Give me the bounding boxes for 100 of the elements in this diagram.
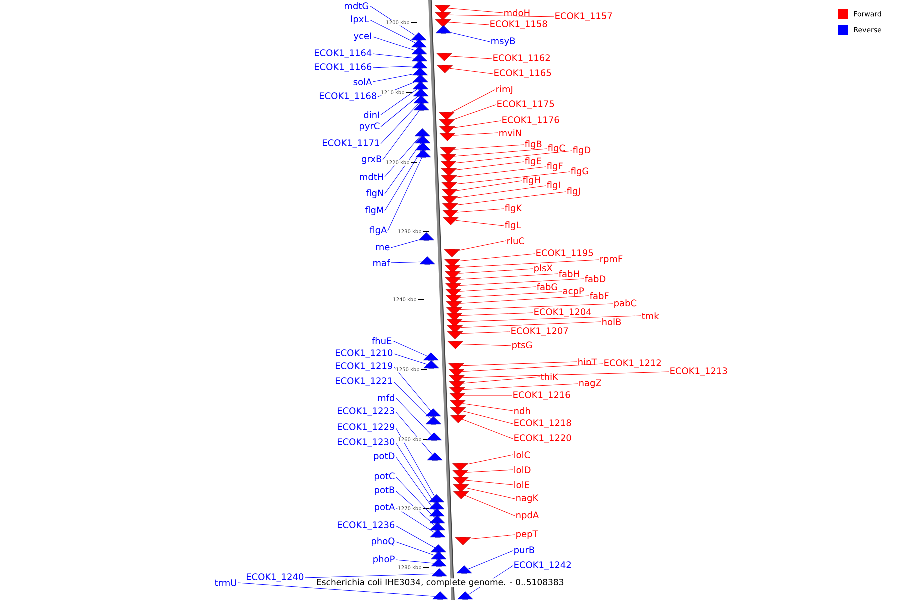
gene-label: mdtH (360, 174, 384, 180)
gene-block (446, 313, 462, 322)
gene-block (431, 558, 447, 567)
leader-line (460, 304, 614, 310)
gene-label: rimJ (496, 86, 513, 94)
gene-block (443, 217, 459, 226)
gene-block (432, 592, 448, 600)
leader-line (396, 428, 435, 497)
leader-line (450, 68, 494, 74)
gene-block (412, 46, 428, 55)
gene-block (448, 363, 464, 372)
gene-block (415, 142, 431, 151)
gene-label: mdoH (504, 10, 530, 16)
gene-label: phoQ (372, 538, 395, 546)
leader-line (454, 148, 548, 157)
gene-label: ECOK1_1210 (336, 350, 393, 358)
gene-block (436, 53, 452, 62)
gene-block (444, 249, 460, 258)
leader-line (458, 268, 534, 274)
gene-label: flgK (505, 204, 522, 214)
gene-label: flgG (571, 168, 588, 176)
gene-block (435, 12, 451, 20)
gene-label: fabD (585, 276, 606, 282)
leader-line (450, 32, 490, 42)
leader-line (458, 254, 536, 262)
gene-block (426, 432, 442, 441)
gene-label: ECOK1_1229 (338, 424, 395, 432)
gene-block (440, 154, 456, 162)
leader-line (396, 476, 436, 518)
gene-block (450, 393, 466, 402)
gene-label: maf (374, 260, 390, 266)
gene-block (412, 54, 428, 62)
leader-line (468, 550, 514, 570)
caption: Escherichia coli IHE3034, complete genome. - 0..5108383 (316, 578, 565, 588)
leader-line (396, 412, 433, 456)
leader-line (456, 220, 504, 226)
gene-label: plsX (534, 264, 553, 274)
gene-block (446, 307, 462, 316)
leader-line (465, 495, 516, 516)
gene-block (441, 168, 457, 176)
gene-label: ECOK1_1223 (338, 408, 394, 416)
gene-label: lolE (514, 482, 530, 488)
leader-line (390, 262, 422, 264)
leader-line (396, 398, 432, 436)
gene-label: solA (354, 78, 372, 86)
gene-label: fabH (559, 270, 580, 278)
gene-block (445, 277, 461, 286)
gene-label: rpmF (600, 256, 623, 264)
gene-label: ECOK1_1175 (498, 100, 554, 110)
gene-label: ECOK1_1176 (502, 116, 560, 126)
gene-label: thiK (541, 374, 559, 380)
gene-label: yceI (354, 32, 372, 42)
gene-label: ECOK1_1207 (512, 328, 568, 336)
gene-label: ECOK1_1166 (315, 64, 372, 72)
leader-line (462, 384, 578, 390)
gene-block (455, 537, 471, 546)
leader-line (388, 158, 422, 232)
leader-line (396, 456, 436, 512)
gene-block (424, 360, 440, 369)
leader-line (372, 66, 414, 68)
leader-line (454, 104, 496, 120)
gene-block (416, 150, 432, 158)
gene-label: flgM (365, 206, 384, 216)
leader-line (460, 332, 510, 334)
gene-label: ECOK1_1164 (315, 50, 372, 58)
gene-block (414, 96, 430, 104)
gene-block (456, 566, 472, 574)
gene-label: nagZ (580, 380, 602, 388)
gene-block (450, 415, 466, 424)
gene-block (441, 161, 457, 170)
gene-block (412, 60, 428, 69)
gene-label: pyrC (360, 122, 380, 132)
leader-line (462, 362, 578, 366)
gene-label: ndh (514, 408, 530, 414)
gene-block (430, 516, 446, 524)
gene-label: ECOK1_1157 (556, 12, 612, 22)
gene-label: flgB (525, 140, 542, 150)
leader-line (454, 144, 524, 150)
gene-block (429, 502, 445, 510)
gene-block (430, 530, 446, 538)
leader-line (460, 344, 512, 346)
gene-label: ECOK1_1220 (514, 434, 572, 444)
leader-line (390, 240, 420, 248)
gene-block (446, 283, 462, 292)
gene-label: ECOK1_1230 (338, 438, 395, 448)
gene-label: mdtG (345, 2, 368, 10)
gene-block (442, 203, 458, 212)
leader-line (380, 104, 420, 144)
gene-block (412, 74, 428, 83)
gene-block (454, 491, 470, 500)
gene-label: nagK (516, 494, 539, 504)
leader-line (460, 316, 642, 322)
gene-block (453, 484, 469, 492)
gene-block (413, 82, 429, 90)
leader-line (384, 144, 422, 194)
leader-line (460, 312, 534, 316)
gene-block (442, 196, 458, 204)
gene-block (442, 210, 458, 218)
leader-line (450, 56, 492, 60)
leader-line (448, 8, 504, 14)
